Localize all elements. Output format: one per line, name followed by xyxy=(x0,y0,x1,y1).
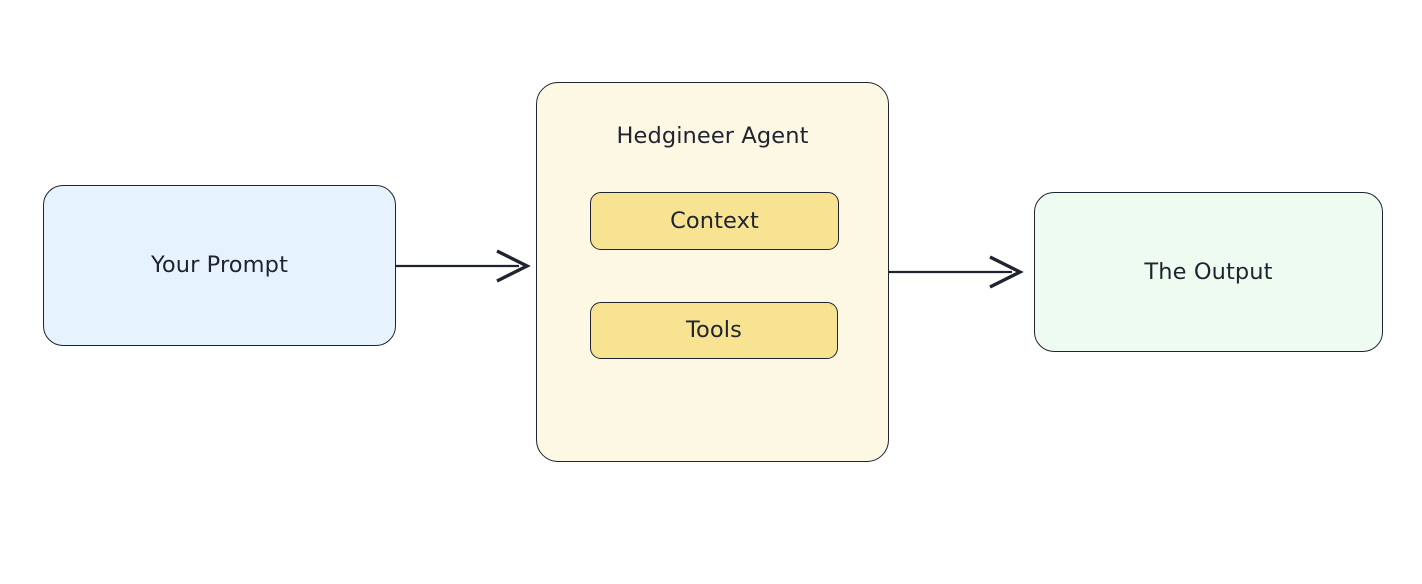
node-label-context: Context xyxy=(670,207,759,234)
node-label-hedgineer-agent: Hedgineer Agent xyxy=(616,123,809,149)
edge-agent-to-output xyxy=(889,255,1024,289)
node-tools[interactable]: Tools xyxy=(590,302,838,359)
node-label-tools: Tools xyxy=(686,317,742,343)
node-your-prompt[interactable]: Your Prompt xyxy=(43,185,396,346)
node-context[interactable]: Context xyxy=(590,192,839,250)
node-the-output[interactable]: The Output xyxy=(1034,192,1383,352)
node-label-the-output: The Output xyxy=(1144,258,1273,285)
node-hedgineer-agent[interactable]: Hedgineer Agent xyxy=(536,82,889,462)
node-label-your-prompt: Your Prompt xyxy=(150,252,288,278)
edge-prompt-to-agent xyxy=(396,249,531,283)
